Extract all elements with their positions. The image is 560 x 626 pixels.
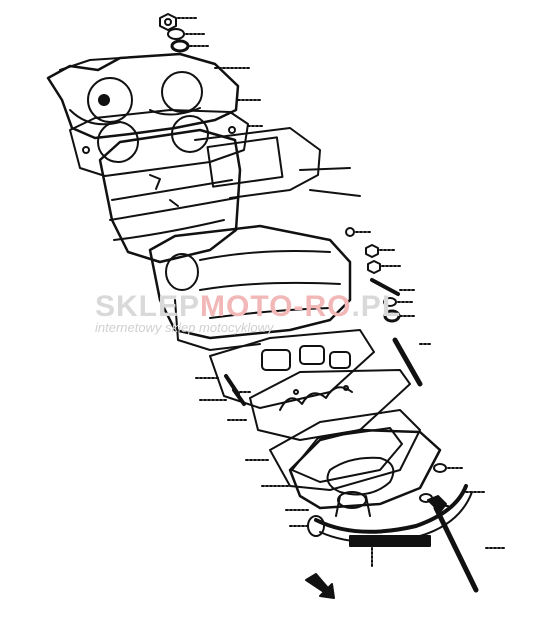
intake-gasket-upper — [209, 329, 375, 409]
long-bolt — [427, 495, 505, 593]
intake-manifold — [261, 428, 442, 517]
right-side-bolts — [365, 244, 431, 387]
label-strip — [349, 535, 431, 569]
intake-gasket-lower — [245, 409, 421, 491]
reed-valve-plate — [227, 369, 411, 441]
front-arrow-icon — [305, 573, 335, 599]
cylinder-block — [98, 127, 361, 264]
crankcase — [148, 224, 373, 351]
cylinder-head — [46, 52, 263, 140]
head-gasket — [69, 109, 263, 177]
top-nut-and-washers — [159, 13, 211, 53]
